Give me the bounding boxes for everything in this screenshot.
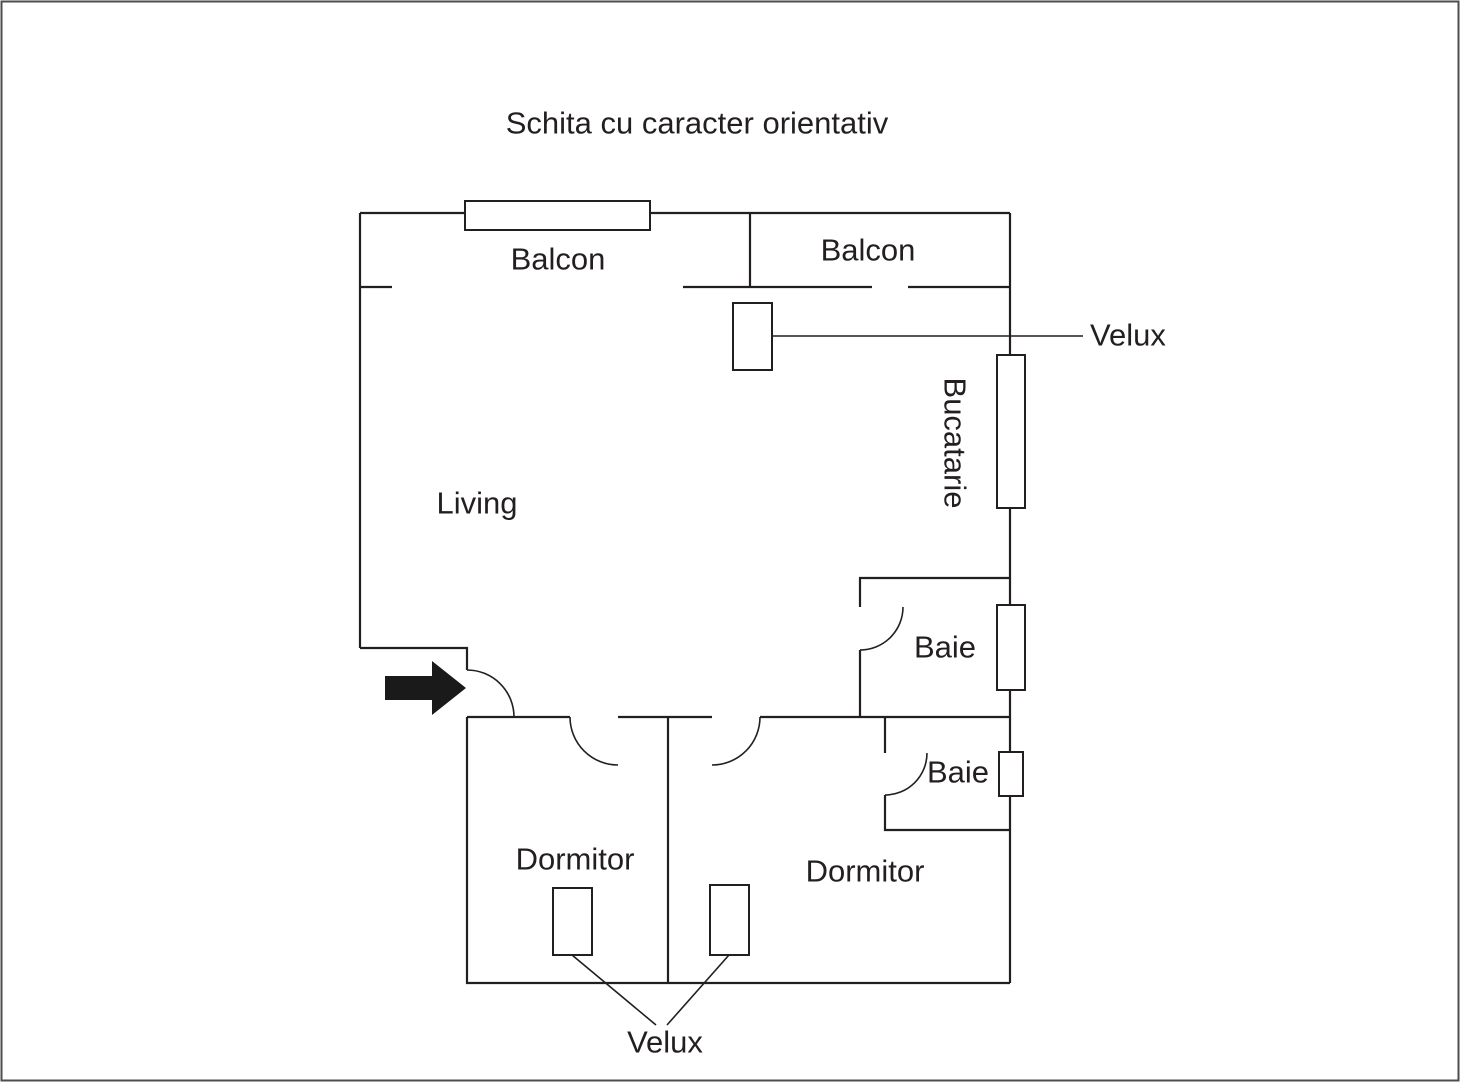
window-baie-upper — [996, 604, 1026, 691]
velux-bottom-left-window — [552, 887, 593, 956]
wall-bottom-section — [465, 717, 1010, 985]
door-arc-dormitor-right — [711, 716, 761, 766]
label-bucatarie: Bucatarie — [938, 378, 973, 509]
window-balcony-top — [464, 200, 651, 231]
label-velux-bottom: Velux — [627, 1025, 703, 1060]
door-arc-entry — [466, 669, 515, 718]
wall-baie-lower — [883, 717, 1010, 832]
label-balcon-right: Balcon — [821, 233, 916, 268]
window-kitchen — [996, 354, 1026, 509]
label-baie-upper: Baie — [914, 630, 976, 665]
wall-baie-upper — [858, 576, 1010, 717]
window-baie-lower — [998, 751, 1024, 797]
label-baie-lower: Baie — [927, 755, 989, 790]
label-dormitor-left: Dormitor — [516, 842, 635, 877]
leader-velux-bottom — [571, 954, 730, 1026]
label-living: Living — [437, 486, 518, 521]
plan-title: Schita cu caracter orientativ — [506, 106, 889, 141]
label-dormitor-right: Dormitor — [806, 854, 925, 889]
door-arc-baie-upper — [859, 606, 904, 651]
entrance-arrow-icon — [385, 661, 466, 715]
velux-bottom-right-window — [709, 884, 750, 956]
door-arc-dormitor-left — [569, 716, 619, 766]
door-arc-baie-lower — [884, 752, 928, 796]
velux-top-window — [732, 302, 773, 371]
label-velux-top: Velux — [1090, 318, 1166, 353]
label-balcon-left: Balcon — [511, 242, 606, 277]
wall-entry-step — [360, 646, 469, 670]
